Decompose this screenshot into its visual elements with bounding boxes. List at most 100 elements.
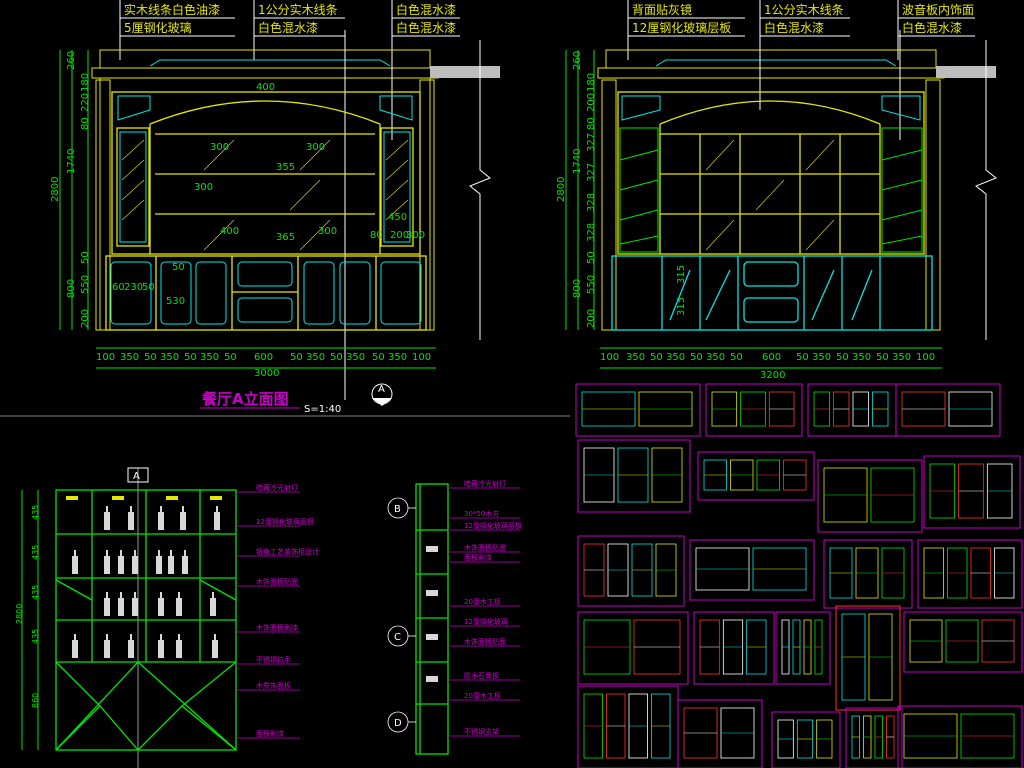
dim-bottom-9: 350 bbox=[306, 352, 325, 363]
cab-callout-0: 暗藏冷光射灯 bbox=[256, 483, 298, 492]
dim-b-bottom-3: 350 bbox=[666, 352, 685, 363]
dim-inner-7: 365 bbox=[276, 232, 295, 243]
dim-left-550: 550 bbox=[80, 275, 91, 294]
cabinet-marker-box bbox=[127, 467, 149, 483]
dim-b-bottom-14: 100 bbox=[916, 352, 935, 363]
dim-b-bottom-7: 600 bbox=[762, 352, 781, 363]
cab-callout-5: 不锈钢拉手 bbox=[256, 655, 291, 664]
dim-cab-2800: 2800 bbox=[15, 604, 24, 624]
dim-b-left-10: 50 bbox=[586, 251, 597, 264]
thumbnail-sheet bbox=[823, 539, 913, 609]
label-tempered-glass: 5厘钢化玻璃 bbox=[124, 21, 192, 35]
dim-b-bottom-10: 50 bbox=[836, 352, 849, 363]
dim-b-left-5: 1740 bbox=[572, 149, 583, 174]
sec-callout-6: 12厘钢化玻璃 bbox=[464, 617, 508, 626]
dim-b-inner-0: 315 bbox=[676, 265, 687, 284]
thumbnail-sheet bbox=[897, 705, 1023, 768]
dim-inner-14: 50 bbox=[142, 282, 155, 293]
thumbnail-sheet bbox=[677, 699, 763, 768]
thumbnail-sheet bbox=[835, 605, 901, 711]
wine-cabinet-elevation: A bbox=[0, 415, 570, 768]
sec-callout-2: 12厘钢化玻璃层板 bbox=[464, 521, 522, 530]
dim-bottom-14: 100 bbox=[412, 352, 431, 363]
dim-left-50: 50 bbox=[80, 251, 91, 264]
dim-b-left-13: 200 bbox=[586, 309, 597, 328]
dim-bottom-0: 100 bbox=[96, 352, 115, 363]
thumbnail-sheet bbox=[577, 535, 685, 607]
dim-bottom-10: 50 bbox=[330, 352, 343, 363]
dim-left-80: 80 bbox=[80, 117, 91, 130]
sec-callout-8: 防水石膏板 bbox=[464, 671, 499, 680]
dim-inner-8: 450 bbox=[388, 212, 407, 223]
wine-bottles bbox=[72, 506, 220, 658]
label-wood-trim-white-oil: 实木线条白色油漆 bbox=[124, 2, 220, 17]
dim-cab-435-3: 435 bbox=[31, 585, 40, 600]
thumbnail-sheet bbox=[705, 383, 803, 437]
dim-b-bottom-5: 350 bbox=[706, 352, 725, 363]
section-marker-c: C bbox=[394, 632, 401, 643]
dim-left-260: 260 bbox=[66, 51, 77, 70]
break-line bbox=[469, 40, 491, 340]
cab-callout-4: 木饰面板刷漆 bbox=[256, 623, 298, 632]
dim-inner-15: 530 bbox=[166, 296, 185, 307]
drawing-sheet-thumbnails bbox=[575, 383, 1023, 768]
sec-callout-9: 20厘木工板 bbox=[464, 691, 501, 700]
label-white-paint-c2: 白色混水漆 bbox=[396, 20, 456, 35]
dim-b-bottom-2: 50 bbox=[650, 352, 663, 363]
cab-callout-6: 木质饰面板 bbox=[256, 681, 291, 690]
thumbnail-sheet bbox=[817, 459, 923, 533]
thumbnail-sheet bbox=[923, 455, 1021, 529]
cab-callout-1: 12厘钢化玻璃层板 bbox=[256, 517, 314, 526]
label-white-paint-c1: 白色混水漆 bbox=[396, 2, 456, 17]
dim-b-bottom-13: 350 bbox=[892, 352, 911, 363]
cab-callout-3: 木饰面板贴面 bbox=[256, 577, 298, 586]
dim-bottom-12: 50 bbox=[372, 352, 385, 363]
dim-inner-1: 300 bbox=[210, 142, 229, 153]
dim-inner-16: 50 bbox=[172, 262, 185, 273]
dim-b-left-3: 80 bbox=[586, 117, 597, 130]
label-glass-shelf: 12厘钢化玻璃层板 bbox=[632, 21, 731, 35]
dim-b-bottom-8: 50 bbox=[796, 352, 809, 363]
label-boeing-board: 波音板内饰面 bbox=[902, 2, 974, 17]
dim-b-bottom-6: 50 bbox=[730, 352, 743, 363]
dim-bottom-13: 350 bbox=[388, 352, 407, 363]
label-white-paint-b: 白色混水漆 bbox=[258, 20, 318, 35]
cab-callout-2: 银色工艺装饰柜设计 bbox=[256, 547, 319, 556]
thumbnail-sheet bbox=[689, 539, 815, 601]
dim-left-2800: 2800 bbox=[50, 177, 61, 202]
dim-cab-435-1: 435 bbox=[31, 505, 40, 520]
thumbnail-sheet bbox=[917, 539, 1023, 609]
section-marker-label: A bbox=[378, 384, 385, 395]
dim-b-bottom-9: 350 bbox=[812, 352, 831, 363]
dim-b-bottom-4: 50 bbox=[690, 352, 703, 363]
dim-bottom-11: 350 bbox=[346, 352, 365, 363]
sec-callout-0: 暗藏冷光射灯 bbox=[464, 479, 506, 488]
cabinet-marker-label: A bbox=[133, 471, 140, 482]
dim-b-left-0: 260 bbox=[572, 51, 583, 70]
thumbnail-sheet bbox=[771, 711, 841, 768]
ceiling-section-hatch-b bbox=[936, 66, 996, 78]
thumbnail-sheet bbox=[577, 685, 679, 768]
dim-bottom-1: 350 bbox=[120, 352, 139, 363]
thumbnail-sheet bbox=[775, 611, 831, 685]
dim-inner-13: 230 bbox=[124, 282, 143, 293]
dim-total-width: 3000 bbox=[254, 368, 279, 379]
thumbnail-sheet bbox=[693, 611, 775, 685]
dim-bottom-7: 600 bbox=[254, 352, 273, 363]
dim-inner-6: 355 bbox=[276, 162, 295, 173]
break-line-b bbox=[975, 40, 997, 340]
dim-bottom-8: 50 bbox=[290, 352, 303, 363]
dim-b-left-4: 327 bbox=[586, 133, 597, 152]
drawing-title: 餐厅A立面图 bbox=[202, 390, 289, 408]
elevation-a: 实木线条白色油漆 5厘钢化玻璃 1公分实木线条 白色混水漆 白色混水漆 白色混水… bbox=[50, 0, 500, 415]
ceiling-section-hatch bbox=[430, 66, 500, 78]
dim-inner-0: 400 bbox=[256, 82, 275, 93]
dim-left-180: 180 bbox=[80, 73, 91, 92]
dim-left-200: 200 bbox=[80, 309, 91, 328]
dim-left-220: 220 bbox=[80, 93, 91, 112]
elevation-b: 背面贴灰镜 12厘钢化玻璃层板 1公分实木线条 白色混水漆 波音板内饰面 白色混… bbox=[556, 0, 997, 381]
dim-b-left-1: 180 bbox=[586, 73, 597, 92]
thumbnail-sheet bbox=[697, 451, 815, 501]
dim-b-total-width: 3200 bbox=[760, 370, 785, 381]
